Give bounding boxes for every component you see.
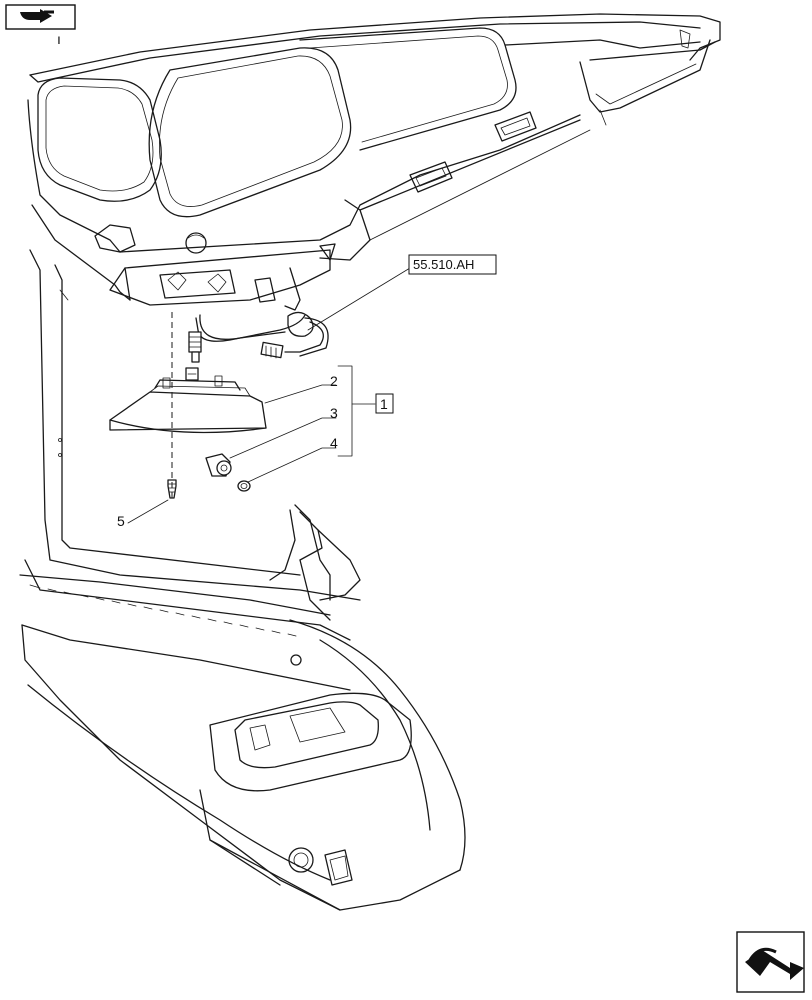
callout-5: 5 [117, 513, 125, 529]
small-mark: ı [57, 31, 61, 47]
screw [167, 479, 177, 499]
lamp-housing [109, 367, 267, 434]
ring [237, 480, 251, 492]
callout-4: 4 [330, 435, 338, 451]
cab-frame [19, 249, 361, 641]
leader-lines [127, 267, 411, 524]
callout-2: 2 [330, 373, 338, 389]
roof-headliner [27, 13, 721, 301]
lower-cowl [21, 619, 466, 911]
group-label-box[interactable]: 1 [375, 393, 394, 414]
reference-label: 55.510.AH [413, 257, 474, 272]
callout-3: 3 [330, 405, 338, 421]
group-label: 1 [380, 396, 388, 412]
wiring-harness [188, 311, 329, 363]
reference-link[interactable]: 55.510.AH [408, 254, 497, 275]
connector [205, 453, 232, 477]
callout-labels: 2 3 4 5 [117, 373, 338, 529]
navigate-back-icon[interactable] [5, 4, 76, 30]
lamp-bracket [109, 243, 336, 311]
navigate-forward-icon[interactable] [736, 931, 805, 993]
